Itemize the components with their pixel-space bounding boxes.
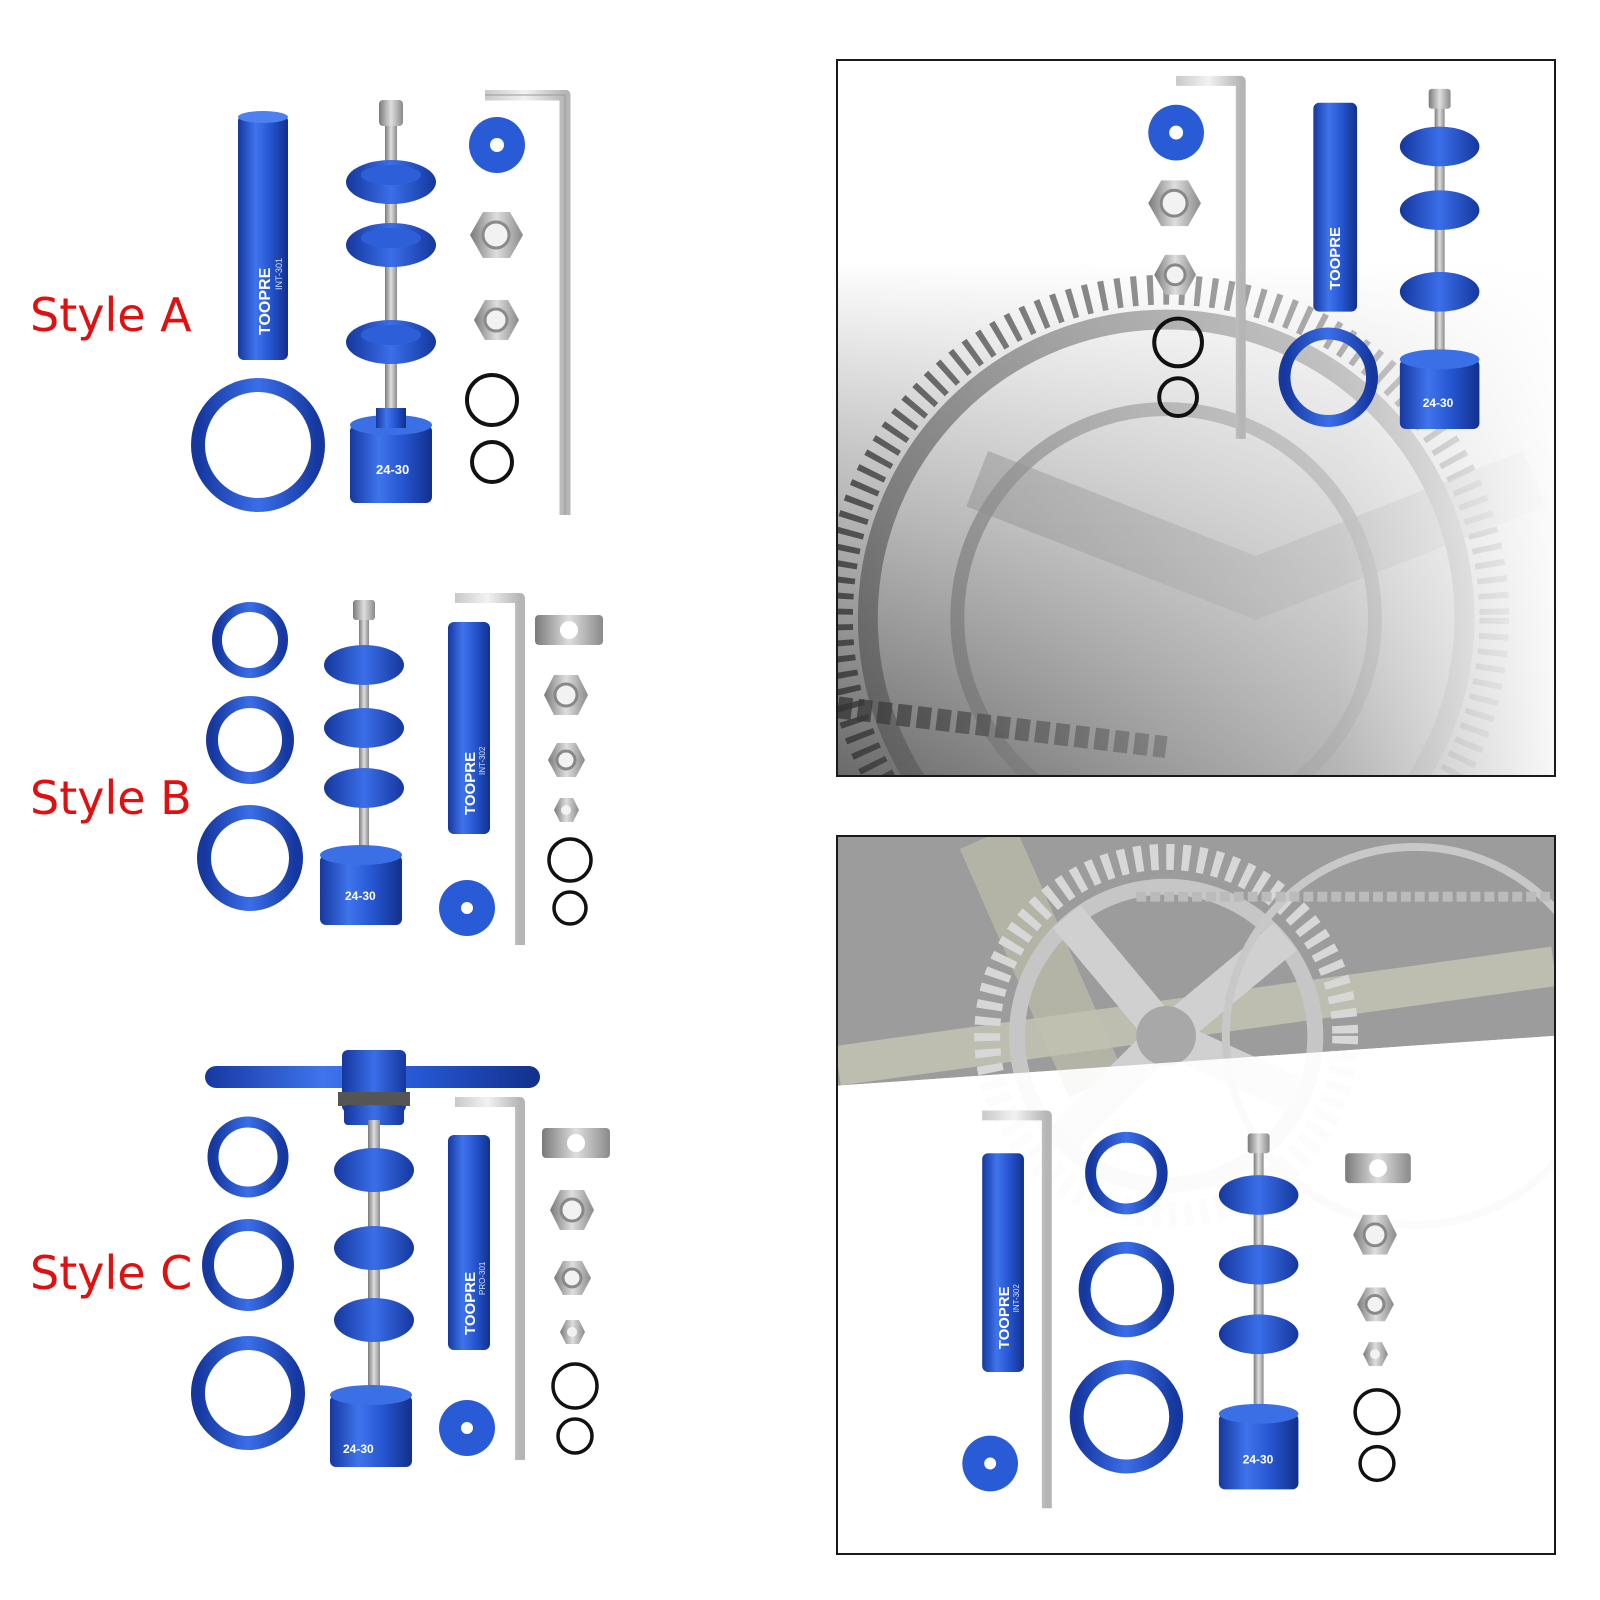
bearing-cup: 24-30 xyxy=(330,1385,412,1467)
t-handle xyxy=(205,1050,540,1125)
bearing-rings xyxy=(197,602,303,911)
blue-washer xyxy=(439,1400,495,1456)
brand-text: TOOPRE xyxy=(257,267,274,335)
cup-size-text: 24-30 xyxy=(343,1442,374,1456)
blue-washer xyxy=(439,880,495,936)
bearing-ring xyxy=(191,378,325,512)
threaded-press-rod xyxy=(346,100,436,428)
model-text: INT-302 xyxy=(1012,1284,1021,1313)
threaded-press-rod xyxy=(334,1120,414,1410)
brand-text: TOOPRE xyxy=(997,1286,1013,1349)
hex-key xyxy=(455,593,525,945)
bearing-rings xyxy=(191,1116,305,1450)
style-b-tool-kit: 24-30 TOOPRE INT-302 xyxy=(180,590,640,1060)
usage-photo-bike-frame: TOOPRE INT-302 24-30 xyxy=(836,835,1556,1555)
style-c-label: Style C xyxy=(30,1246,193,1300)
hex-key xyxy=(455,1097,525,1460)
cup-size-text: 24-30 xyxy=(1423,396,1454,410)
model-text: INT-302 xyxy=(478,746,487,775)
small-parts xyxy=(535,615,603,926)
hex-key xyxy=(485,90,571,515)
tool-kit-overlay: TOOPRE INT-302 24-30 xyxy=(962,1110,1411,1509)
extension-rod: TOOPRE PRO-301 xyxy=(448,1135,490,1350)
tool-kit-overlay: TOOPRE 24-30 xyxy=(1148,75,1480,439)
cup-size-text: 24-30 xyxy=(1243,1453,1274,1467)
model-text: PRO-301 xyxy=(478,1261,487,1295)
bearing-cup: 24-30 xyxy=(350,408,432,503)
small-parts xyxy=(465,117,525,484)
style-a-tool-kit: TOOPRE INT-301 24-30 xyxy=(180,90,640,560)
model-text: INT-301 xyxy=(274,258,284,290)
small-parts xyxy=(542,1128,610,1455)
brand-text: TOOPRE xyxy=(462,1272,479,1335)
brand-text: TOOPRE xyxy=(462,752,479,815)
threaded-press-rod xyxy=(324,600,404,880)
usage-photo-crankset: TOOPRE 24-30 xyxy=(836,59,1556,777)
brand-text: TOOPRE xyxy=(1328,227,1344,290)
bearing-cup: 24-30 xyxy=(320,845,402,925)
cup-size-text: 24-30 xyxy=(376,462,409,477)
cup-size-text: 24-30 xyxy=(345,889,376,903)
extension-rod: TOOPRE INT-302 xyxy=(448,622,490,834)
extension-rod: TOOPRE INT-301 xyxy=(238,111,288,360)
style-b-label: Style B xyxy=(30,771,192,825)
style-c-tool-kit: 24-30 TOOPRE PRO-301 xyxy=(180,1050,640,1520)
style-a-label: Style A xyxy=(30,288,192,342)
